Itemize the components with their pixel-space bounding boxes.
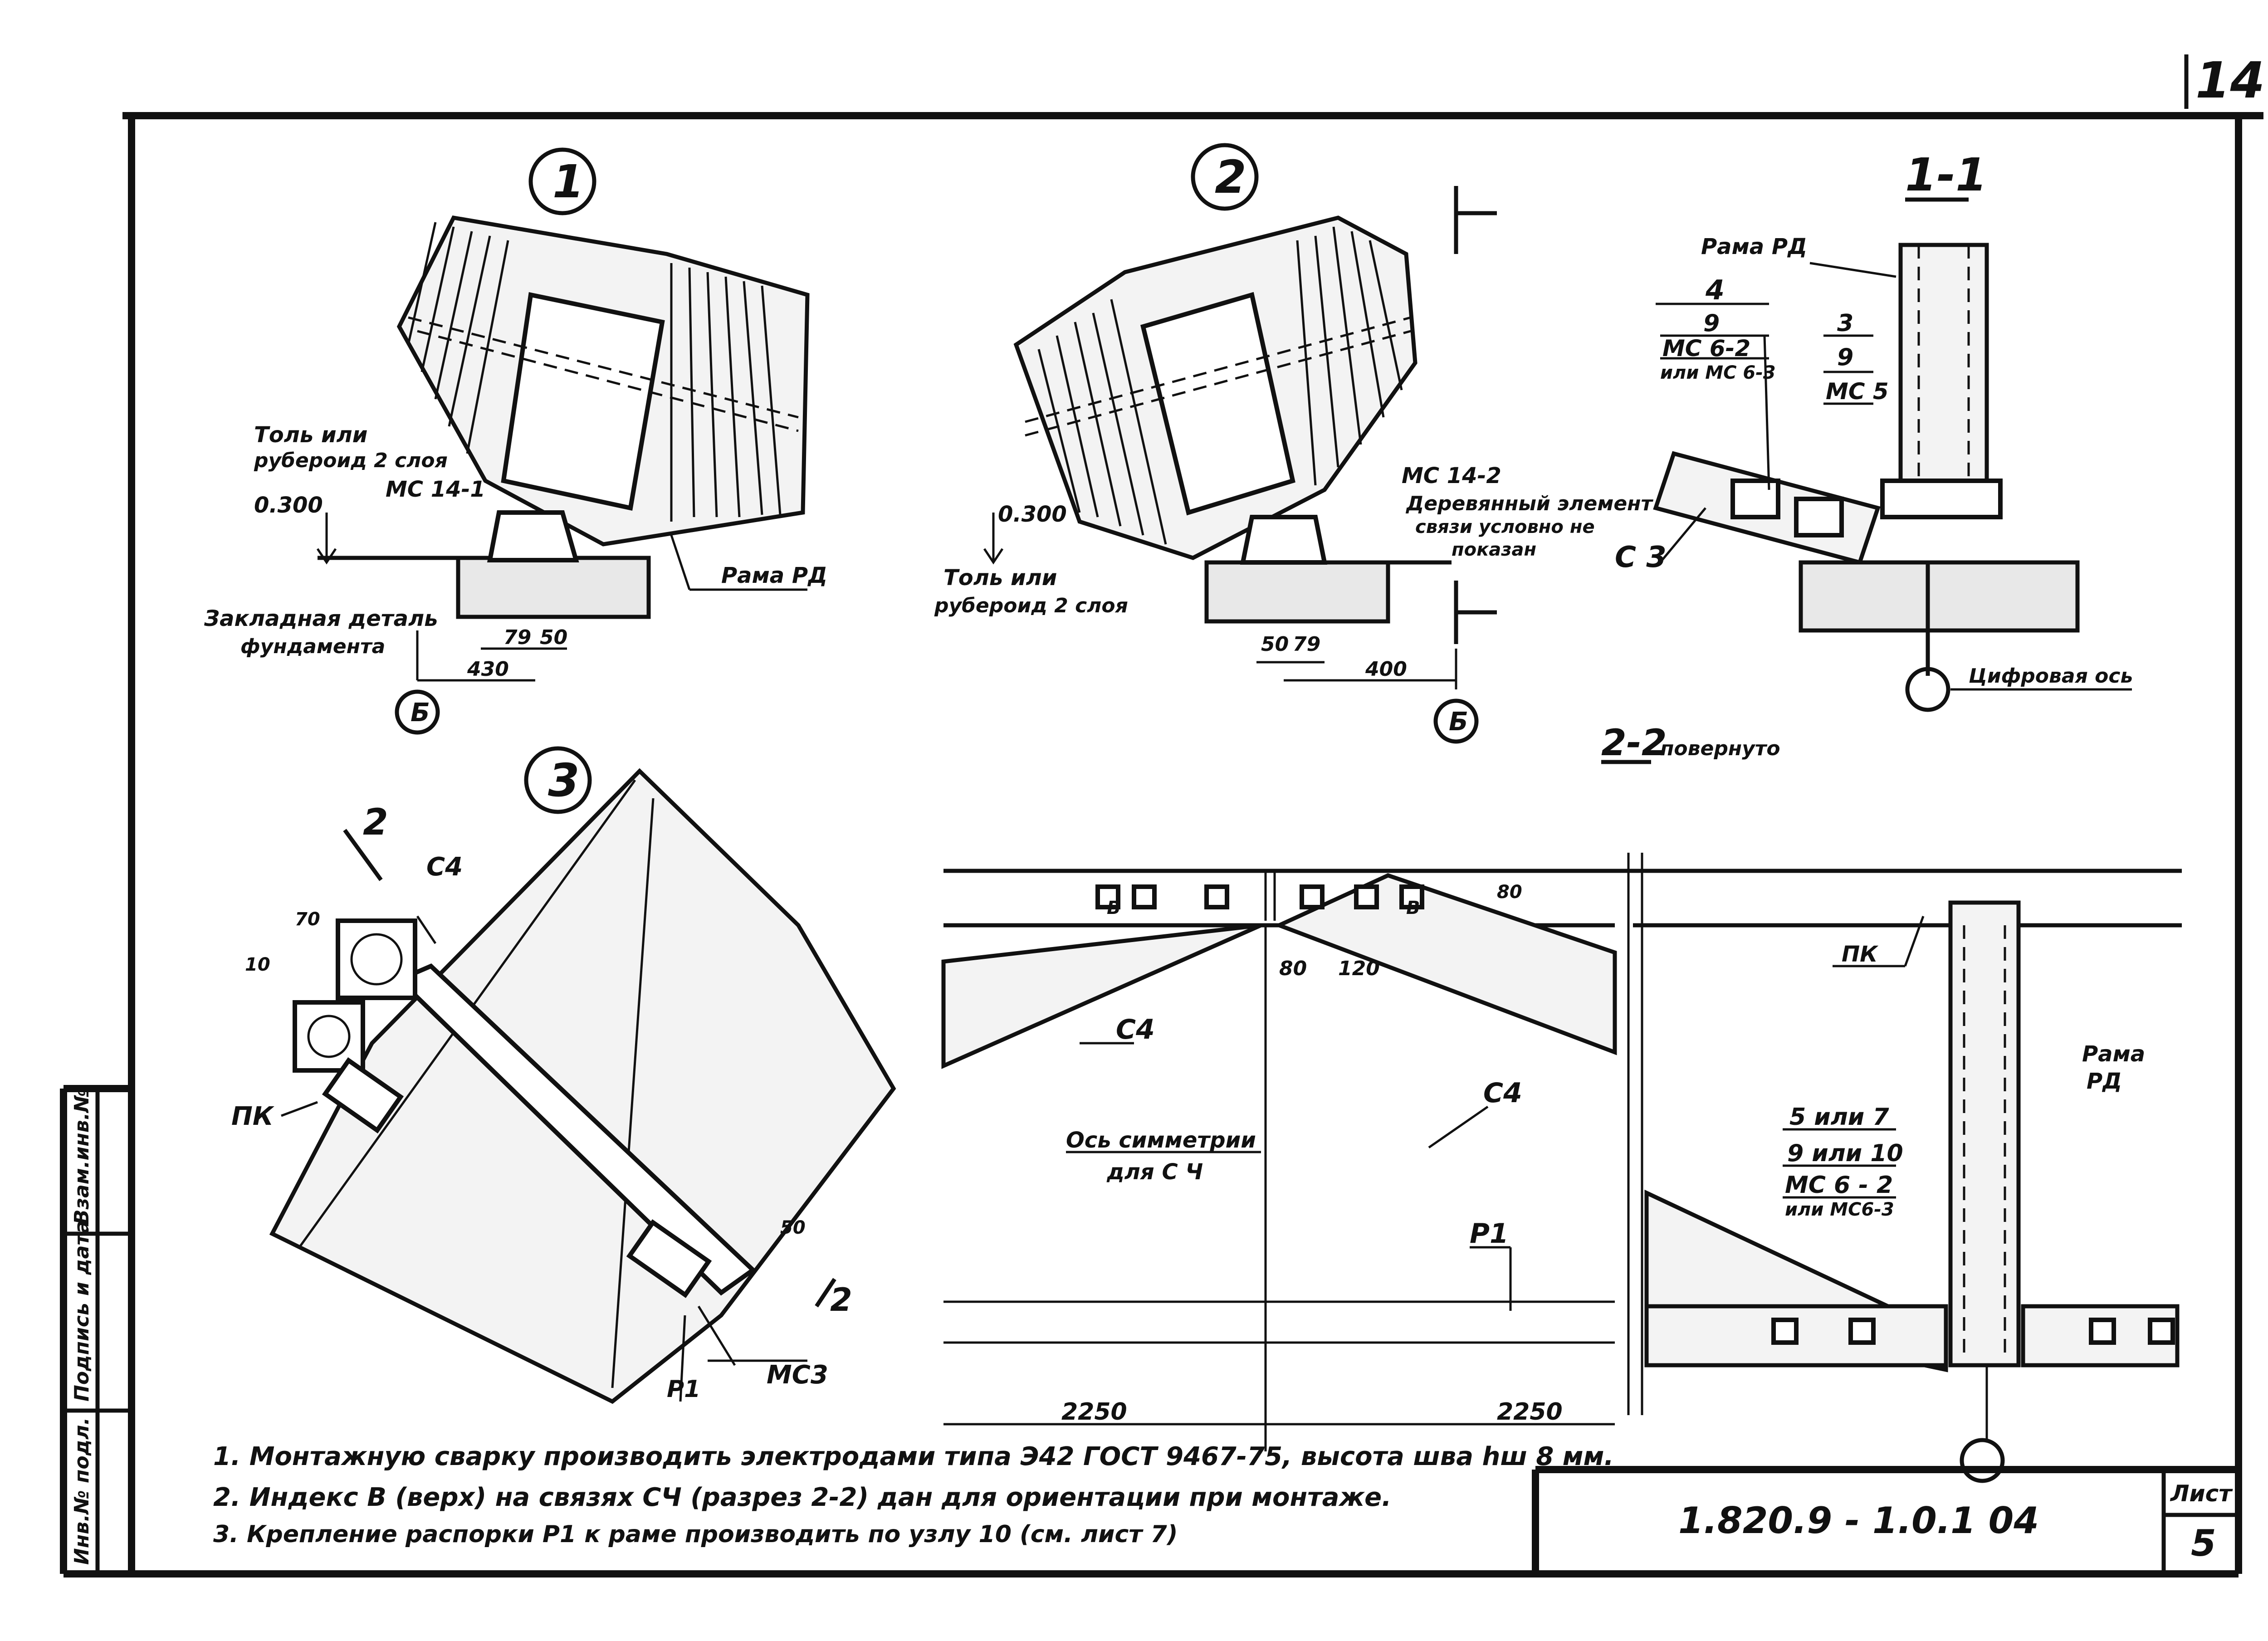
node3-dim-10: 10 xyxy=(245,954,270,975)
section-2-2-title: 2-2 xyxy=(1601,722,1667,764)
plan-drawing xyxy=(941,853,2182,1483)
node3-p1: Р1 xyxy=(667,1376,700,1403)
node2-wood-note-3: показан xyxy=(1452,539,1536,560)
node2-axis-b: Б xyxy=(1449,707,1468,737)
section-1-1-c1-d: или МС 6-3 xyxy=(1660,362,1776,383)
plan-frame-2: РД xyxy=(2087,1069,2122,1094)
section-1-1-c3: С 3 xyxy=(1615,541,1667,574)
node1-foundation: фундамента xyxy=(240,635,385,658)
plan-index-b-left: В xyxy=(1107,898,1121,918)
node2-wood-note-1: Деревянный элемент xyxy=(1405,492,1654,515)
plan-symmetry-1: Ось симметрии xyxy=(1066,1128,1256,1153)
section-2-2-suffix: повернуто xyxy=(1660,737,1780,760)
node2-dim-400: 400 xyxy=(1365,658,1407,681)
plan-callout-b: 9 или 10 xyxy=(1787,1140,1903,1167)
node3-drawing xyxy=(269,746,896,1404)
section-1-1-c1-c: МС 6-2 xyxy=(1662,335,1750,361)
sheet-frame xyxy=(60,54,2263,1578)
node1-ms14-1: МС 14-1 xyxy=(386,477,485,502)
node2-drawing xyxy=(983,143,1497,744)
node1-axis-b: Б xyxy=(411,698,430,728)
plan-p1: Р1 xyxy=(1470,1218,1509,1250)
note-2: 2. Индекс В (верх) на связях СЧ (разрез … xyxy=(213,1483,1391,1512)
note-1: 1. Монтажную сварку производить электрод… xyxy=(213,1442,1614,1471)
node3-pk: ПК xyxy=(231,1102,275,1131)
stamp-inv-orig: Инв.№ подл. xyxy=(70,1417,93,1565)
node3-cut-2-bottom: 2 xyxy=(830,1281,852,1319)
node1-dim-79: 79 xyxy=(503,626,531,649)
plan-dim-120: 120 xyxy=(1338,957,1380,980)
section-1-1-frame: Рама РД xyxy=(1701,234,1807,259)
node2-elevation: 0.300 xyxy=(998,502,1067,527)
plan-dim-2250-right: 2250 xyxy=(1497,1398,1563,1426)
plan-callout-c: МС 6 - 2 xyxy=(1785,1172,1893,1199)
sheet-label: Лист xyxy=(2170,1480,2233,1507)
plan-dim-80: 80 xyxy=(1279,957,1307,980)
node1-marker: 1 xyxy=(552,155,584,208)
node2-ms14-2: МС 14-2 xyxy=(1402,463,1501,488)
section-1-1-c2-c: МС 5 xyxy=(1826,378,1889,405)
node2-tol: Толь или xyxy=(943,565,1057,591)
node1-dim-50: 50 xyxy=(540,626,567,649)
plan-callout-a: 5 или 7 xyxy=(1789,1104,1889,1131)
node3-dim-50: 50 xyxy=(780,1217,806,1238)
plan-c4-right: С4 xyxy=(1483,1077,1522,1109)
node2-dim-79: 79 xyxy=(1293,633,1320,656)
node3-dim-70: 70 xyxy=(295,909,320,930)
node2-dim-50: 50 xyxy=(1261,633,1289,656)
node1-frame: Рама РД xyxy=(721,563,827,588)
node1-embedded: Закладная деталь xyxy=(204,606,438,631)
plan-dim-2250-left: 2250 xyxy=(1061,1398,1127,1426)
node1-ruberoid: рубероид 2 слоя xyxy=(254,449,448,472)
plan-pk: ПК xyxy=(1842,942,1879,967)
plan-callout-d: или МС6-3 xyxy=(1785,1199,1894,1220)
plan-index-b-right: В xyxy=(1406,898,1420,918)
node1-elevation: 0.300 xyxy=(254,493,323,518)
page-number: 14 xyxy=(2195,51,2265,109)
section-1-1-title: 1-1 xyxy=(1905,148,1987,201)
plan-dim-80-top: 80 xyxy=(1497,882,1522,903)
plan-c4-left: С4 xyxy=(1116,1014,1155,1045)
node1-drawing xyxy=(316,147,810,735)
section-1-1-c1-b: 9 xyxy=(1703,310,1720,337)
plan-symmetry-2: для С Ч xyxy=(1106,1159,1203,1185)
node1-dim-430: 430 xyxy=(467,658,509,681)
node2-marker: 2 xyxy=(1215,151,1246,204)
node1-tol: Толь или xyxy=(254,422,367,448)
node2-ruberoid: рубероид 2 слоя xyxy=(934,594,1128,617)
node3-c4: С4 xyxy=(426,852,463,882)
stamp-signature-date: Подпись и дата xyxy=(70,1220,93,1402)
sheet-number: 5 xyxy=(2191,1522,2216,1564)
stamp-replace-inv: Взам.инв.№ xyxy=(70,1089,93,1225)
node3-marker: 3 xyxy=(548,754,580,807)
section-1-1-axis: Цифровая ось xyxy=(1969,664,2133,688)
section-1-1-c2-b: 9 xyxy=(1837,344,1853,371)
doc-code: 1.820.9 - 1.0.1 04 xyxy=(1678,1499,2039,1542)
node2-wood-note-2: связи условно не xyxy=(1415,517,1595,537)
node3-cut-2-top: 2 xyxy=(363,801,388,843)
section-1-1-drawing xyxy=(1653,197,2132,712)
section-1-1-c2-a: 3 xyxy=(1837,310,1853,337)
section-1-1-c1-a: 4 xyxy=(1705,274,1725,306)
note-3: 3. Крепление распорки Р1 к раме производ… xyxy=(213,1521,1178,1548)
plan-frame-1: Рама xyxy=(2082,1041,2145,1067)
node3-ms3: МС3 xyxy=(767,1360,828,1390)
